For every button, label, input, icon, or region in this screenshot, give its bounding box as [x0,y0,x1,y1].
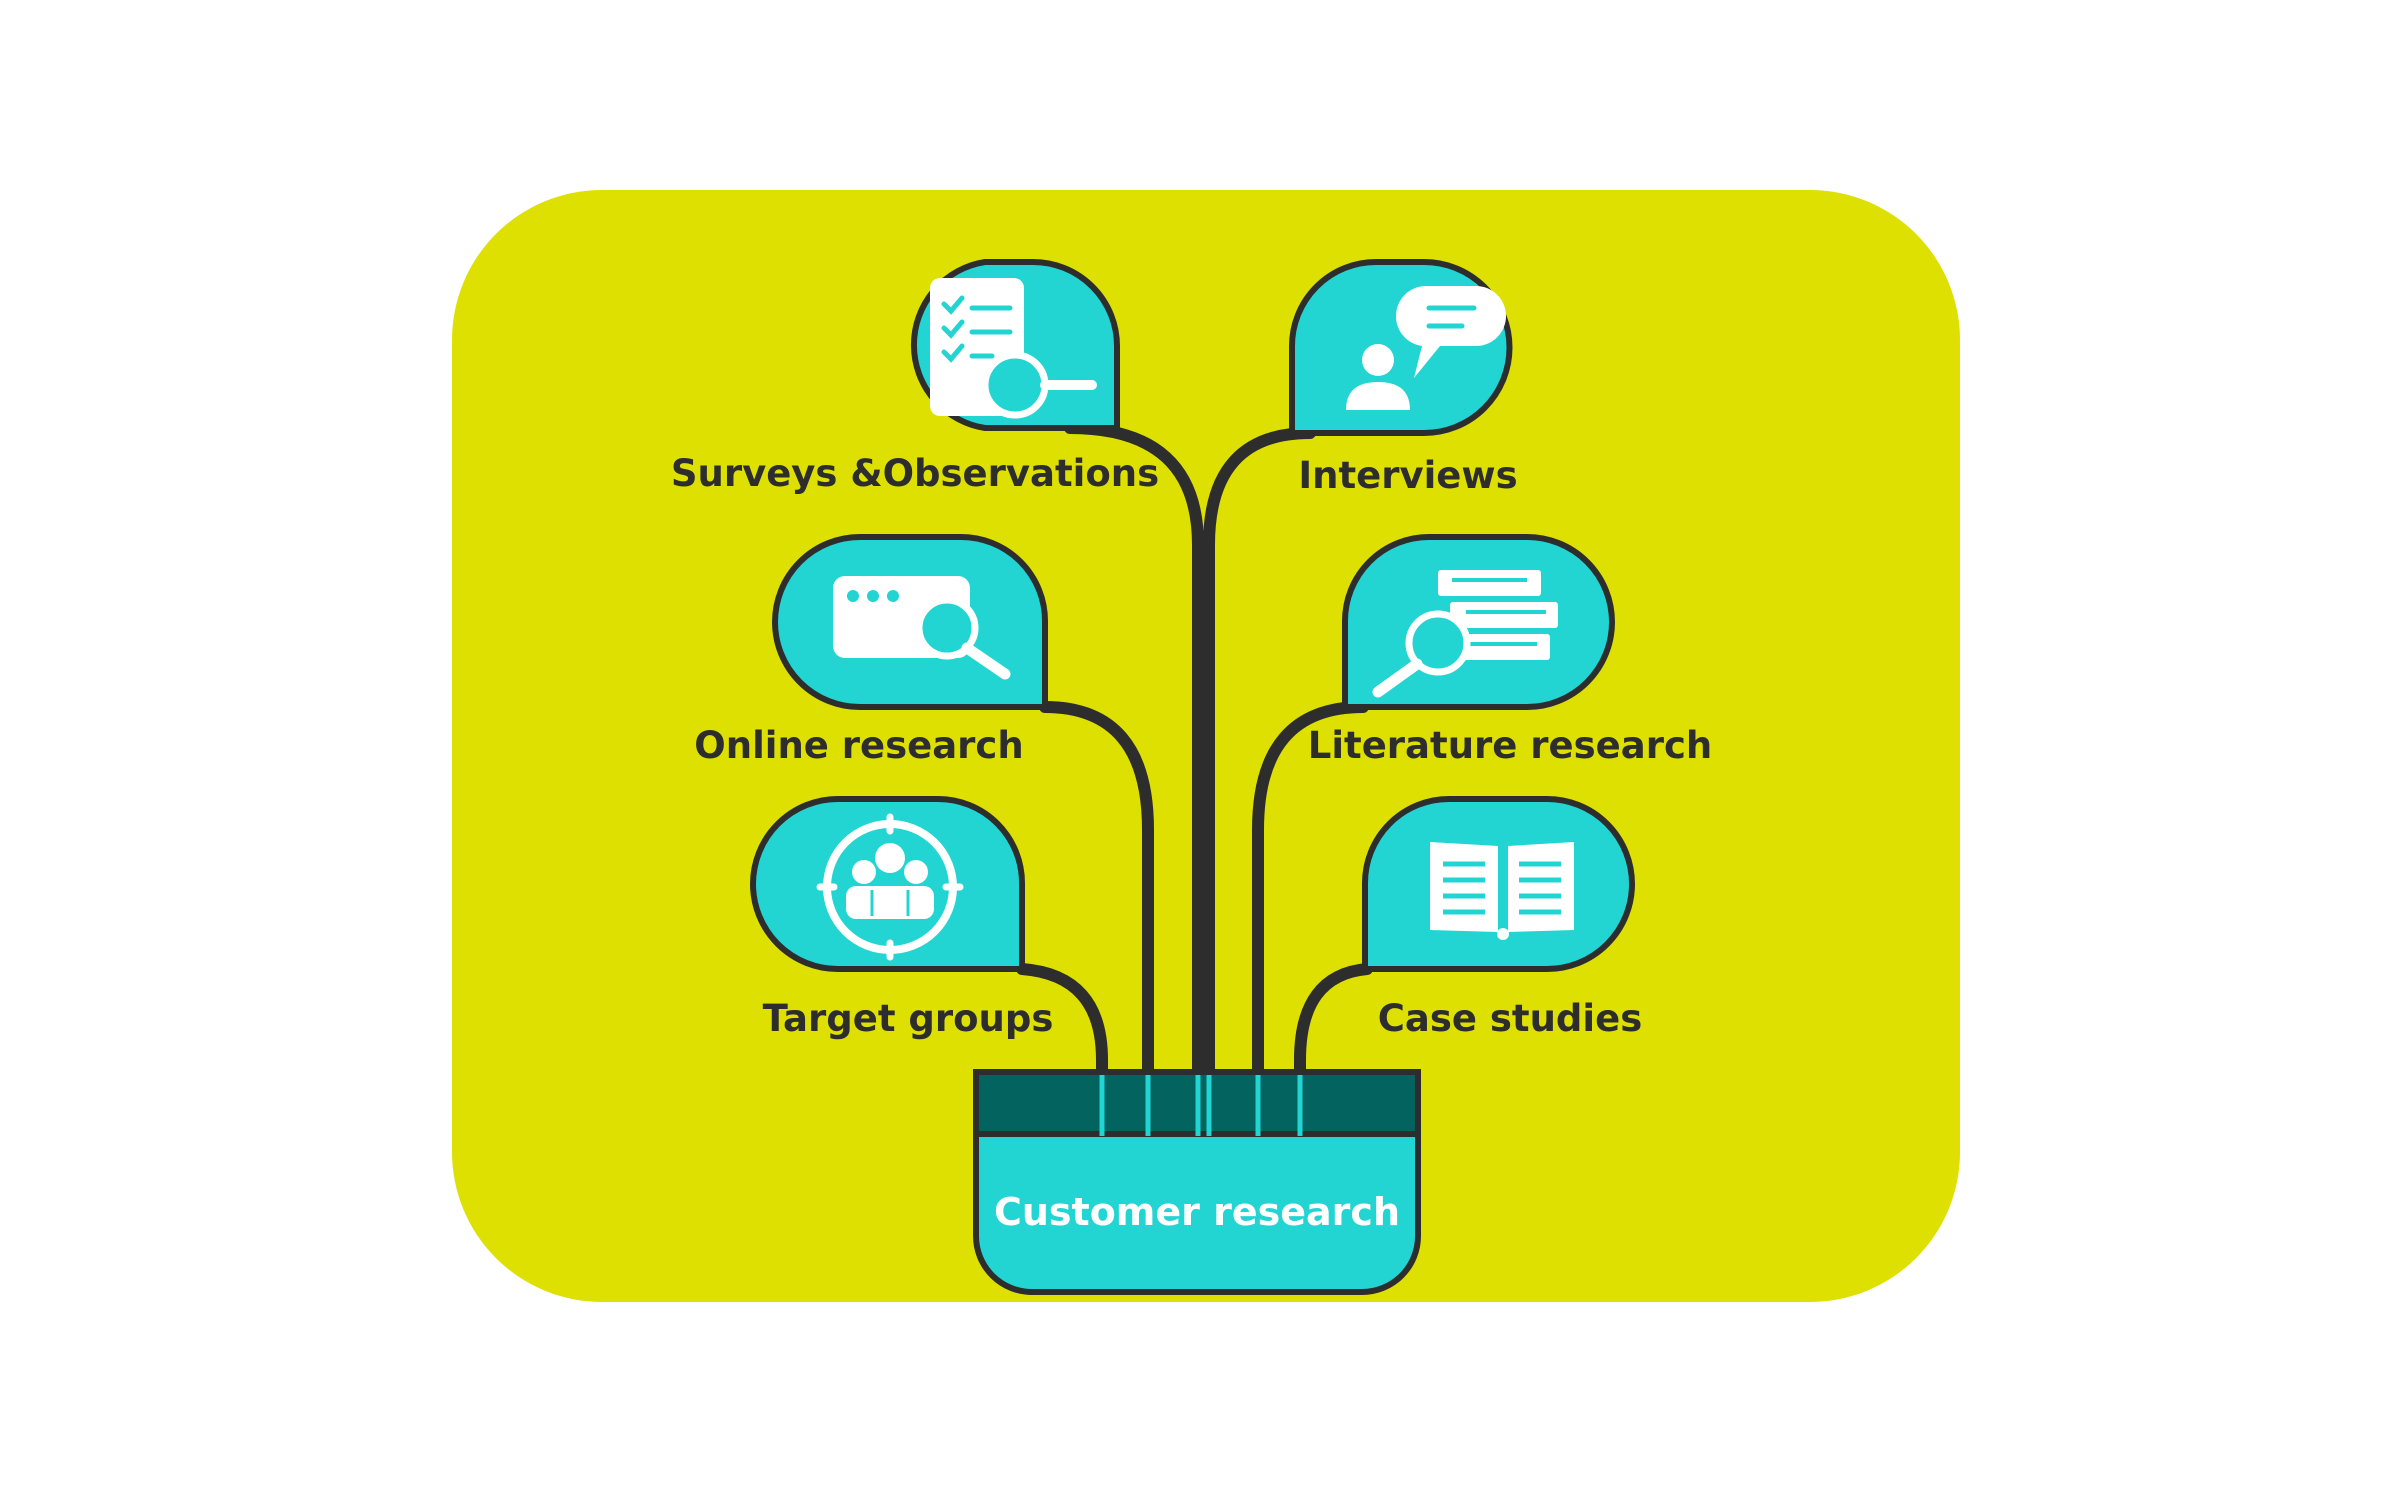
label-cases: Case studies [1378,997,1642,1040]
branch-cases: Case studies [1362,796,1642,1040]
bubble-target [750,796,1025,972]
checklist-magnifier-icon [930,278,1097,419]
branch-online: Online research [694,534,1048,767]
branch-interviews: Interviews [1289,259,1518,497]
bubble-cases [1362,796,1635,972]
rim-connectors [1099,1075,1303,1136]
label-literature: Literature research [1308,724,1712,767]
root-label: Customer research [994,1190,1400,1234]
books-magnifier-icon [1372,570,1558,698]
root-node: Customer research [973,1069,1421,1295]
group-target-icon [816,813,964,961]
stem-cases [1294,963,1373,1101]
label-target: Target groups [763,997,1054,1040]
branch-literature: Literature research [1308,534,1712,767]
open-book-icon [1430,842,1574,940]
label-surveys: Surveys &Observations [671,452,1159,495]
stem-interviews [1203,427,1316,1101]
browser-magnifier-icon [833,576,1011,680]
stem-online [1039,701,1154,1101]
person-speech-bubble-icon [1346,286,1506,410]
branch-surveys: Surveys &Observations [671,259,1159,495]
label-online: Online research [694,724,1023,767]
stem-target [1016,963,1108,1101]
branch-target: Target groups [750,796,1054,1040]
label-interviews: Interviews [1298,454,1517,497]
stem-literature [1252,701,1369,1101]
